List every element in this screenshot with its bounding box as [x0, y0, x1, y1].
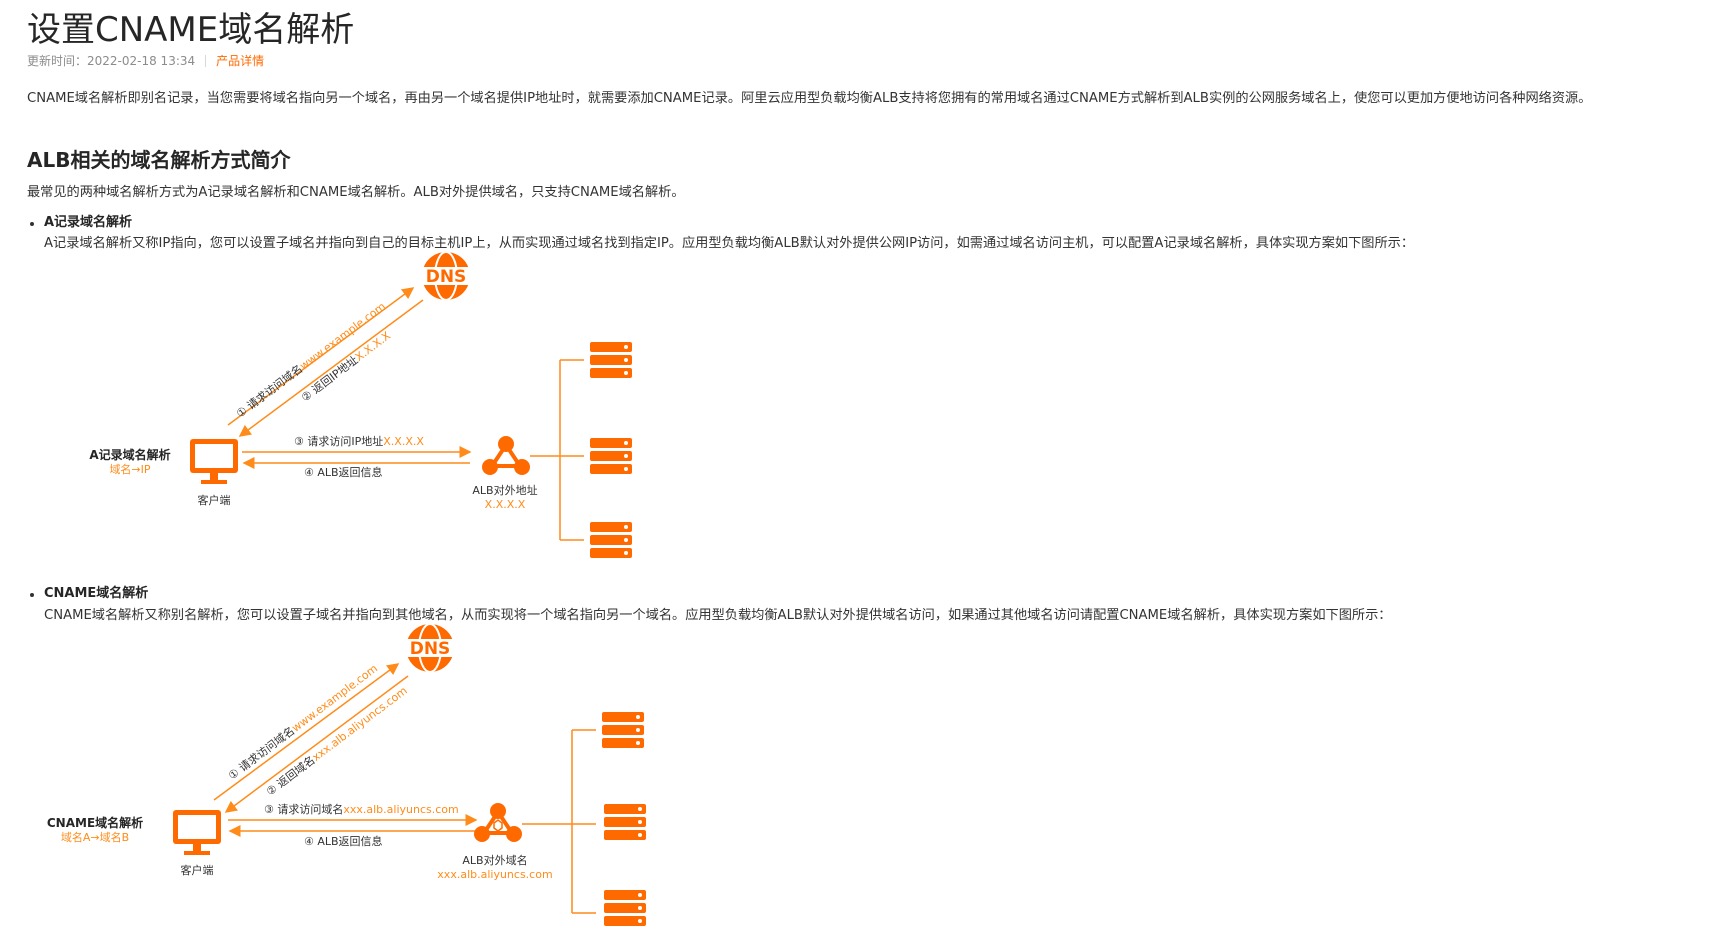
dns-icon: DNS [420, 251, 472, 301]
diagram-sublabel: 域名→IP [109, 462, 150, 476]
dns-text: DNS [410, 639, 451, 659]
section-summary: 最常见的两种域名解析方式为A记录域名解析和CNAME域名解析。ALB对外提供域名… [27, 185, 685, 200]
alb-icon [474, 803, 522, 842]
step3-label: ③ 请求访问域名xxx.alb.aliyuncs.com [264, 802, 459, 816]
cname-bullet: CNAME域名解析 [44, 586, 149, 601]
a-record-diagram: DNS ① 请求访问域名www.example.com ② 返回IP地址X.X.… [89, 251, 632, 558]
alb-label: ALB对外地址 [472, 483, 537, 497]
a-record-description: A记录域名解析又称IP指向，您可以设置子域名并指向到自己的目标主机IP上，从而实… [44, 236, 1415, 251]
a-record-bullet: A记录域名解析 [44, 215, 133, 230]
server-links [530, 359, 584, 541]
diagram-sublabel: 域名A→域名B [61, 830, 129, 844]
alb-icon [482, 436, 530, 475]
diagram-label: CNAME域名解析 [47, 815, 143, 830]
arrow-return-ip [238, 299, 424, 437]
product-detail-link[interactable]: 产品详情 [216, 54, 265, 68]
dns-text: DNS [426, 267, 467, 287]
step4-label: ④ ALB返回信息 [304, 465, 383, 479]
section-heading: ALB相关的域名解析方式简介 [27, 148, 291, 172]
page-title: 设置CNAME域名解析 [27, 10, 355, 50]
server-icon [604, 890, 646, 926]
arrow-return-cname [224, 675, 409, 813]
server-icon [604, 804, 646, 840]
update-time: 更新时间：2022-02-18 13:34 [27, 54, 196, 68]
server-icon [590, 438, 632, 474]
cname-diagram: DNS ① 请求访问域名www.example.com ② 返回域名xxx.al… [47, 624, 646, 926]
intro-paragraph: CNAME域名解析即别名记录，当您需要将域名指向另一个域名，再由另一个域名提供I… [27, 91, 1592, 106]
doc-meta: 更新时间：2022-02-18 13:34 产品详情 [27, 52, 264, 69]
client-monitor-icon [190, 439, 238, 484]
diagram-label: A记录域名解析 [89, 447, 170, 462]
server-icon [590, 342, 632, 378]
step4-label: ④ ALB返回信息 [304, 834, 383, 848]
alb-label: ALB对外域名 [462, 853, 527, 867]
bullet-dot [30, 593, 34, 597]
cname-description: CNAME域名解析又称别名解析，您可以设置子域名并指向到其他域名，从而实现将一个… [44, 608, 1392, 623]
server-links [522, 729, 596, 914]
dns-icon: DNS [404, 624, 456, 673]
arrow-request-dns [213, 663, 400, 801]
client-label: 客户端 [198, 493, 231, 507]
client-label: 客户端 [181, 863, 214, 877]
alb-address: X.X.X.X [485, 498, 526, 511]
bullet-dot [30, 222, 34, 226]
alb-domain: xxx.alb.aliyuncs.com [437, 868, 552, 881]
client-monitor-icon [173, 810, 221, 855]
step3-label: ③ 请求访问IP地址X.X.X.X [294, 434, 424, 448]
arrow-request-dns [227, 287, 415, 426]
server-icon [590, 522, 632, 558]
server-icon [602, 712, 644, 748]
meta-divider [205, 54, 207, 67]
